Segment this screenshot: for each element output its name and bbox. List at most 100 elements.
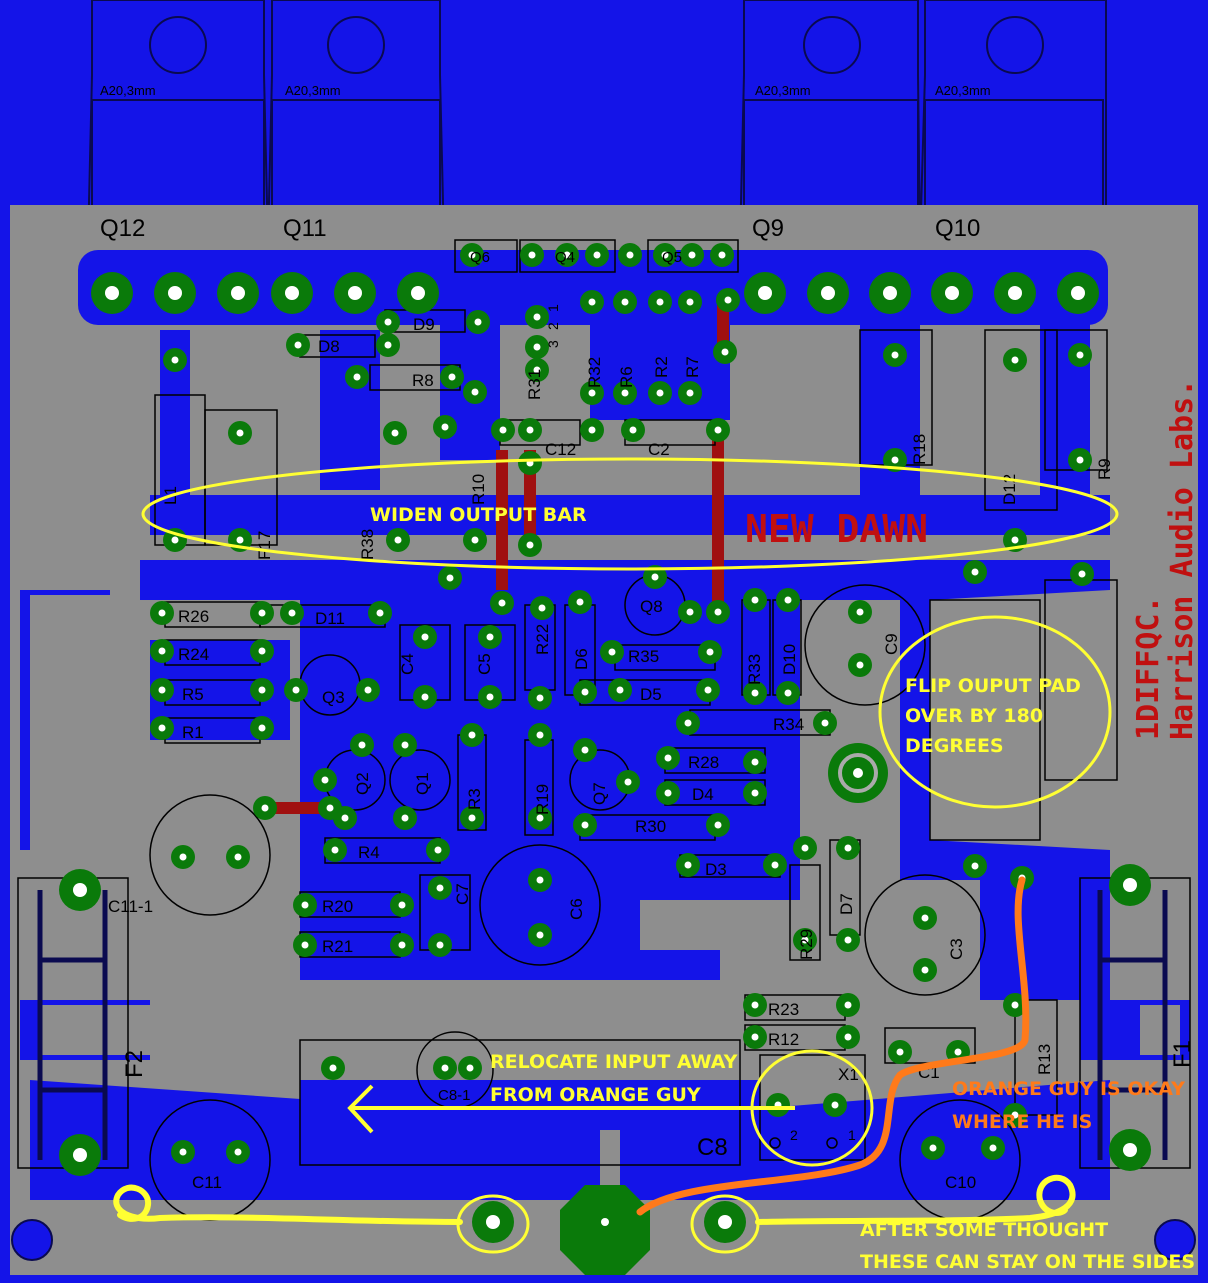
outline-c6 xyxy=(479,844,601,966)
ref-r3: R3 xyxy=(465,788,484,810)
pad-drill-hole xyxy=(353,373,361,381)
pad-drill-hole xyxy=(538,604,546,612)
pad-drill-hole xyxy=(771,861,779,869)
pad-drill-hole xyxy=(718,1215,732,1229)
pad-drill-hole xyxy=(656,298,664,306)
annotation-ellipse-output-bar xyxy=(141,457,1119,571)
ref-q12: Q12 xyxy=(100,215,145,242)
pad-drill-hole xyxy=(624,778,632,786)
pad-drill-hole xyxy=(1011,356,1019,364)
outline-d12 xyxy=(984,329,1058,511)
ref-r31: R31 xyxy=(525,369,544,400)
outline-c3 xyxy=(864,874,986,996)
pin-label: 1 xyxy=(848,1127,856,1143)
ref-q1: Q1 xyxy=(413,772,432,795)
pad-drill-hole xyxy=(326,804,334,812)
outline-l1-right xyxy=(929,599,1041,841)
pad-drill-hole xyxy=(684,719,692,727)
pad-drill-hole xyxy=(751,789,759,797)
annotation-squiggle-right xyxy=(755,1174,1076,1225)
pads xyxy=(59,243,1151,1243)
pad-drill-hole xyxy=(929,1144,937,1152)
heatsink-label: A20,3mm xyxy=(285,83,341,98)
ref-x1: X1 xyxy=(838,1065,859,1084)
pin-label: 2 xyxy=(790,1127,798,1143)
orange-wire xyxy=(636,876,1030,1216)
pad-drill-hole xyxy=(358,741,366,749)
pad-drill-hole xyxy=(588,298,596,306)
ref-r19: R19 xyxy=(533,784,552,815)
pad-drill-hole xyxy=(581,746,589,754)
annotation-circle-output-pad xyxy=(878,615,1112,809)
outline-q6 xyxy=(454,239,518,273)
pad-drill-hole xyxy=(714,821,722,829)
ref-r24: R24 xyxy=(178,645,209,664)
pad-drill-hole xyxy=(471,388,479,396)
pad-drill-hole xyxy=(398,941,406,949)
note-flip-output-pad-3: DEGREES xyxy=(905,735,1004,757)
pad-drill-hole xyxy=(1011,1111,1019,1119)
pad-drill-hole xyxy=(331,846,339,854)
outline-r29 xyxy=(789,864,821,961)
ref-r2: R2 xyxy=(652,356,671,378)
pad-drill-hole xyxy=(158,609,166,617)
pad-drill-hole xyxy=(651,573,659,581)
heatsink-label: A20,3mm xyxy=(100,83,156,98)
pad-drill-hole xyxy=(158,724,166,732)
pad-drill-hole xyxy=(468,814,476,822)
ref-c5: C5 xyxy=(475,653,494,675)
pad-drill-hole xyxy=(921,914,929,922)
pad-drill-hole xyxy=(499,426,507,434)
pad-drill-hole xyxy=(844,1001,852,1009)
pad-drill-hole xyxy=(179,1148,187,1156)
ref-r35: R35 xyxy=(628,647,659,666)
ref-r4: R4 xyxy=(358,843,380,862)
pad-drill-hole xyxy=(434,846,442,854)
pad-drill-hole xyxy=(581,821,589,829)
pad-drill-hole xyxy=(294,341,302,349)
pad-drill-hole xyxy=(664,789,672,797)
ref-r10: R10 xyxy=(469,474,488,505)
pad-drill-hole xyxy=(301,901,309,909)
project-name: NEW DAWN xyxy=(745,507,928,551)
note-flip-output-pad-2: OVER BY 180 xyxy=(905,705,1043,727)
pad-drill-hole xyxy=(801,936,809,944)
ref-f17: F17 xyxy=(255,531,274,560)
pad-drill-hole xyxy=(341,814,349,822)
pad-drill-hole xyxy=(921,966,929,974)
pad-drill-hole xyxy=(971,568,979,576)
outline-c9 xyxy=(804,584,926,706)
pad-drill-hole xyxy=(533,343,541,351)
pad-drill-hole xyxy=(468,251,476,259)
ref-r34: R34 xyxy=(773,715,804,734)
pad-drill-hole xyxy=(751,1001,759,1009)
pad-drill-hole xyxy=(751,689,759,697)
ref-c9: C9 xyxy=(882,633,901,655)
pad-drill-hole xyxy=(621,389,629,397)
pad-drill-hole xyxy=(411,286,425,300)
pad-drill-hole xyxy=(533,366,541,374)
pad-drill-hole xyxy=(236,429,244,437)
pad-drill-hole xyxy=(883,286,897,300)
heatsink-label: A20,3mm xyxy=(755,83,811,98)
ref-r1: R1 xyxy=(182,723,204,742)
pad-drill-hole xyxy=(954,1048,962,1056)
pad-drill-hole xyxy=(234,1148,242,1156)
pad-drill-hole xyxy=(536,694,544,702)
component-labels: Q12 Q11 Q9 Q10 Q6 Q4 Q5 D8 D9 R8 R31 R32… xyxy=(100,215,1196,1192)
pad-drill-hole xyxy=(1078,570,1086,578)
pad-drill-hole xyxy=(436,941,444,949)
ref-r6: R6 xyxy=(617,366,636,388)
ref-r18: R18 xyxy=(910,434,929,465)
ref-c8: C8 xyxy=(697,1134,728,1161)
pad-drill-hole xyxy=(714,426,722,434)
ref-c11-1: C11-1 xyxy=(108,897,153,916)
pad-drill-hole xyxy=(158,686,166,694)
ref-r28: R28 xyxy=(688,753,719,772)
ref-q8: Q8 xyxy=(640,597,663,616)
output-connector-pad xyxy=(560,1185,650,1275)
pad-drill-hole xyxy=(258,686,266,694)
pad-drill-hole xyxy=(468,731,476,739)
note-orange-guy-1: ORANGE GUY IS OKAY xyxy=(952,1078,1185,1100)
